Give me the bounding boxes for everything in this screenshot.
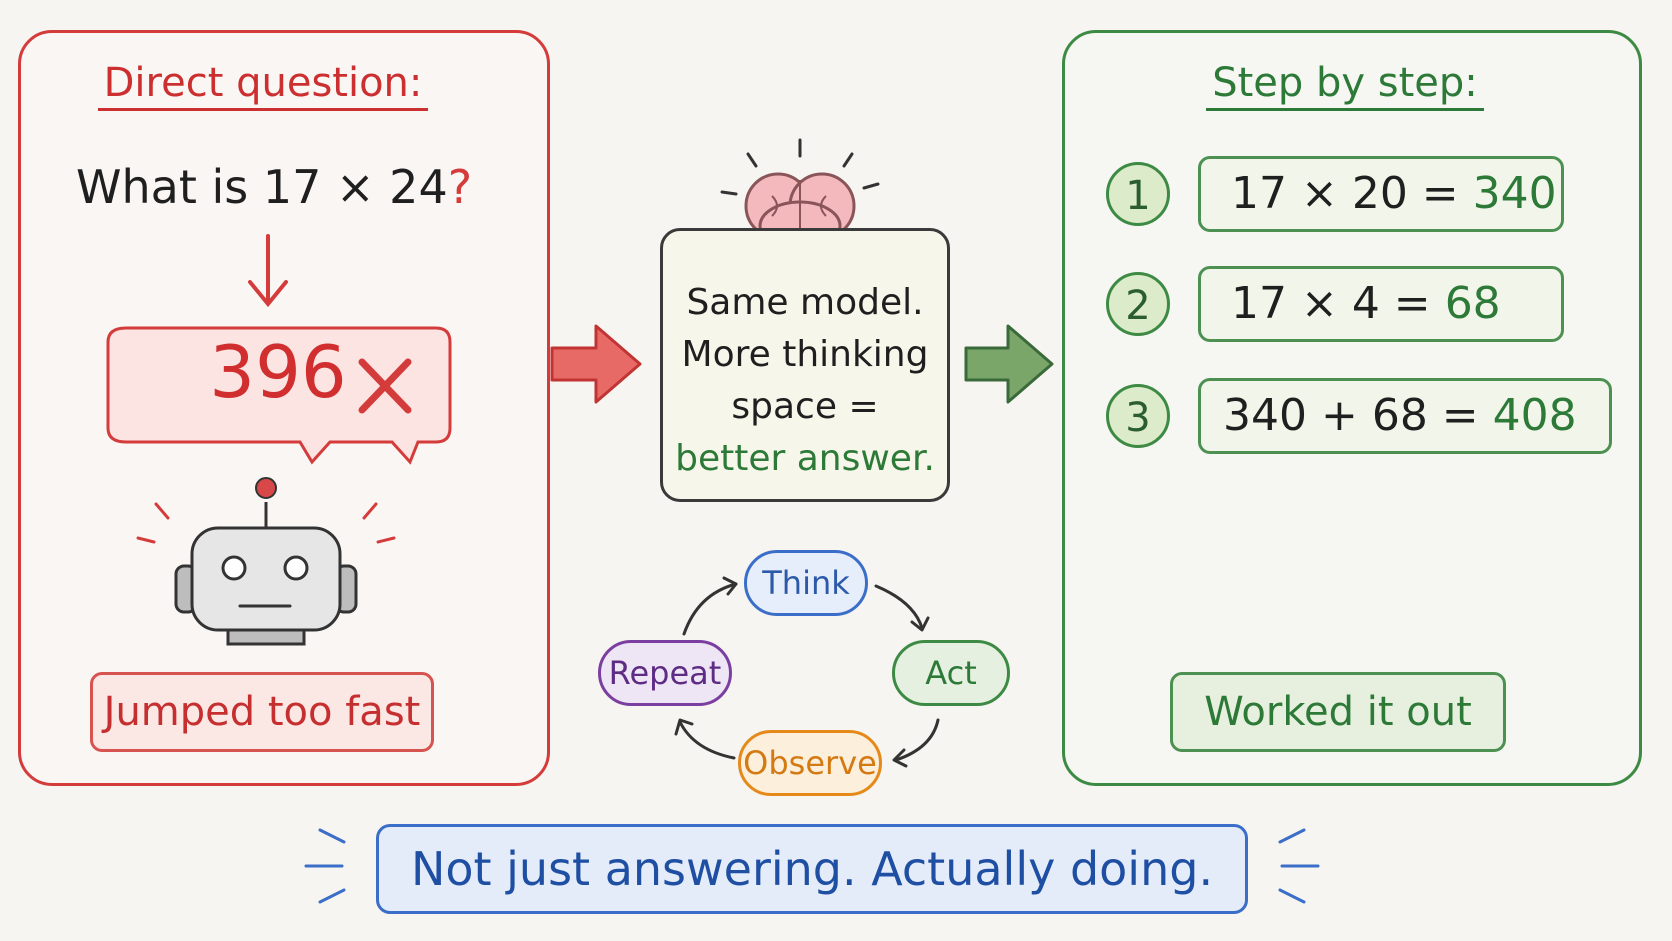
green-right-arrow-icon	[964, 324, 1054, 404]
red-right-arrow-icon	[550, 324, 642, 404]
worked-it-out-caption: Worked it out	[1170, 672, 1506, 752]
cycle-repeat: Repeat	[598, 640, 732, 706]
step-2-expression: 17 × 4 =	[1231, 278, 1431, 329]
bottom-banner: Not just answering. Actually doing.	[376, 824, 1248, 914]
step-1-expression: 17 × 20 =	[1231, 168, 1459, 219]
center-message-box: Same model. More thinking space = better…	[660, 228, 950, 502]
cycle-observe: Observe	[738, 730, 882, 796]
step-number-1: 1	[1106, 162, 1170, 226]
step-number-3: 3	[1106, 384, 1170, 448]
step-1-result: 340	[1472, 168, 1557, 219]
wrong-answer-text: 396	[209, 330, 347, 414]
step-2-box: 17 × 4 = 68	[1198, 266, 1564, 342]
step-3-result: 408	[1492, 390, 1577, 441]
jumped-too-fast-caption: Jumped too fast	[90, 672, 434, 752]
banner-emphasis-marks	[304, 828, 1320, 904]
center-line-3: space =	[731, 386, 879, 427]
wrong-x-icon	[358, 358, 412, 414]
step-3-box: 340 + 68 = 408	[1198, 378, 1612, 454]
center-line-4: better answer.	[675, 438, 935, 479]
step-2-result: 68	[1444, 278, 1501, 329]
confused-robot-icon	[136, 477, 396, 646]
center-line-2: More thinking	[681, 334, 929, 375]
step-1-box: 17 × 20 = 340	[1198, 156, 1564, 232]
question-text: What is 17 × 24?	[76, 160, 473, 214]
step-number-2: 2	[1106, 272, 1170, 336]
question-mark: ?	[447, 160, 473, 214]
center-line-1: Same model.	[686, 282, 924, 323]
cycle-act: Act	[892, 640, 1010, 706]
cycle-arrows	[674, 576, 940, 768]
step-by-step-heading: Step by step:	[1100, 60, 1590, 111]
step-3-expression: 340 + 68 =	[1223, 390, 1479, 441]
direct-question-heading: Direct question:	[18, 60, 508, 111]
down-arrow-icon	[248, 234, 288, 308]
cycle-think: Think	[744, 550, 868, 616]
